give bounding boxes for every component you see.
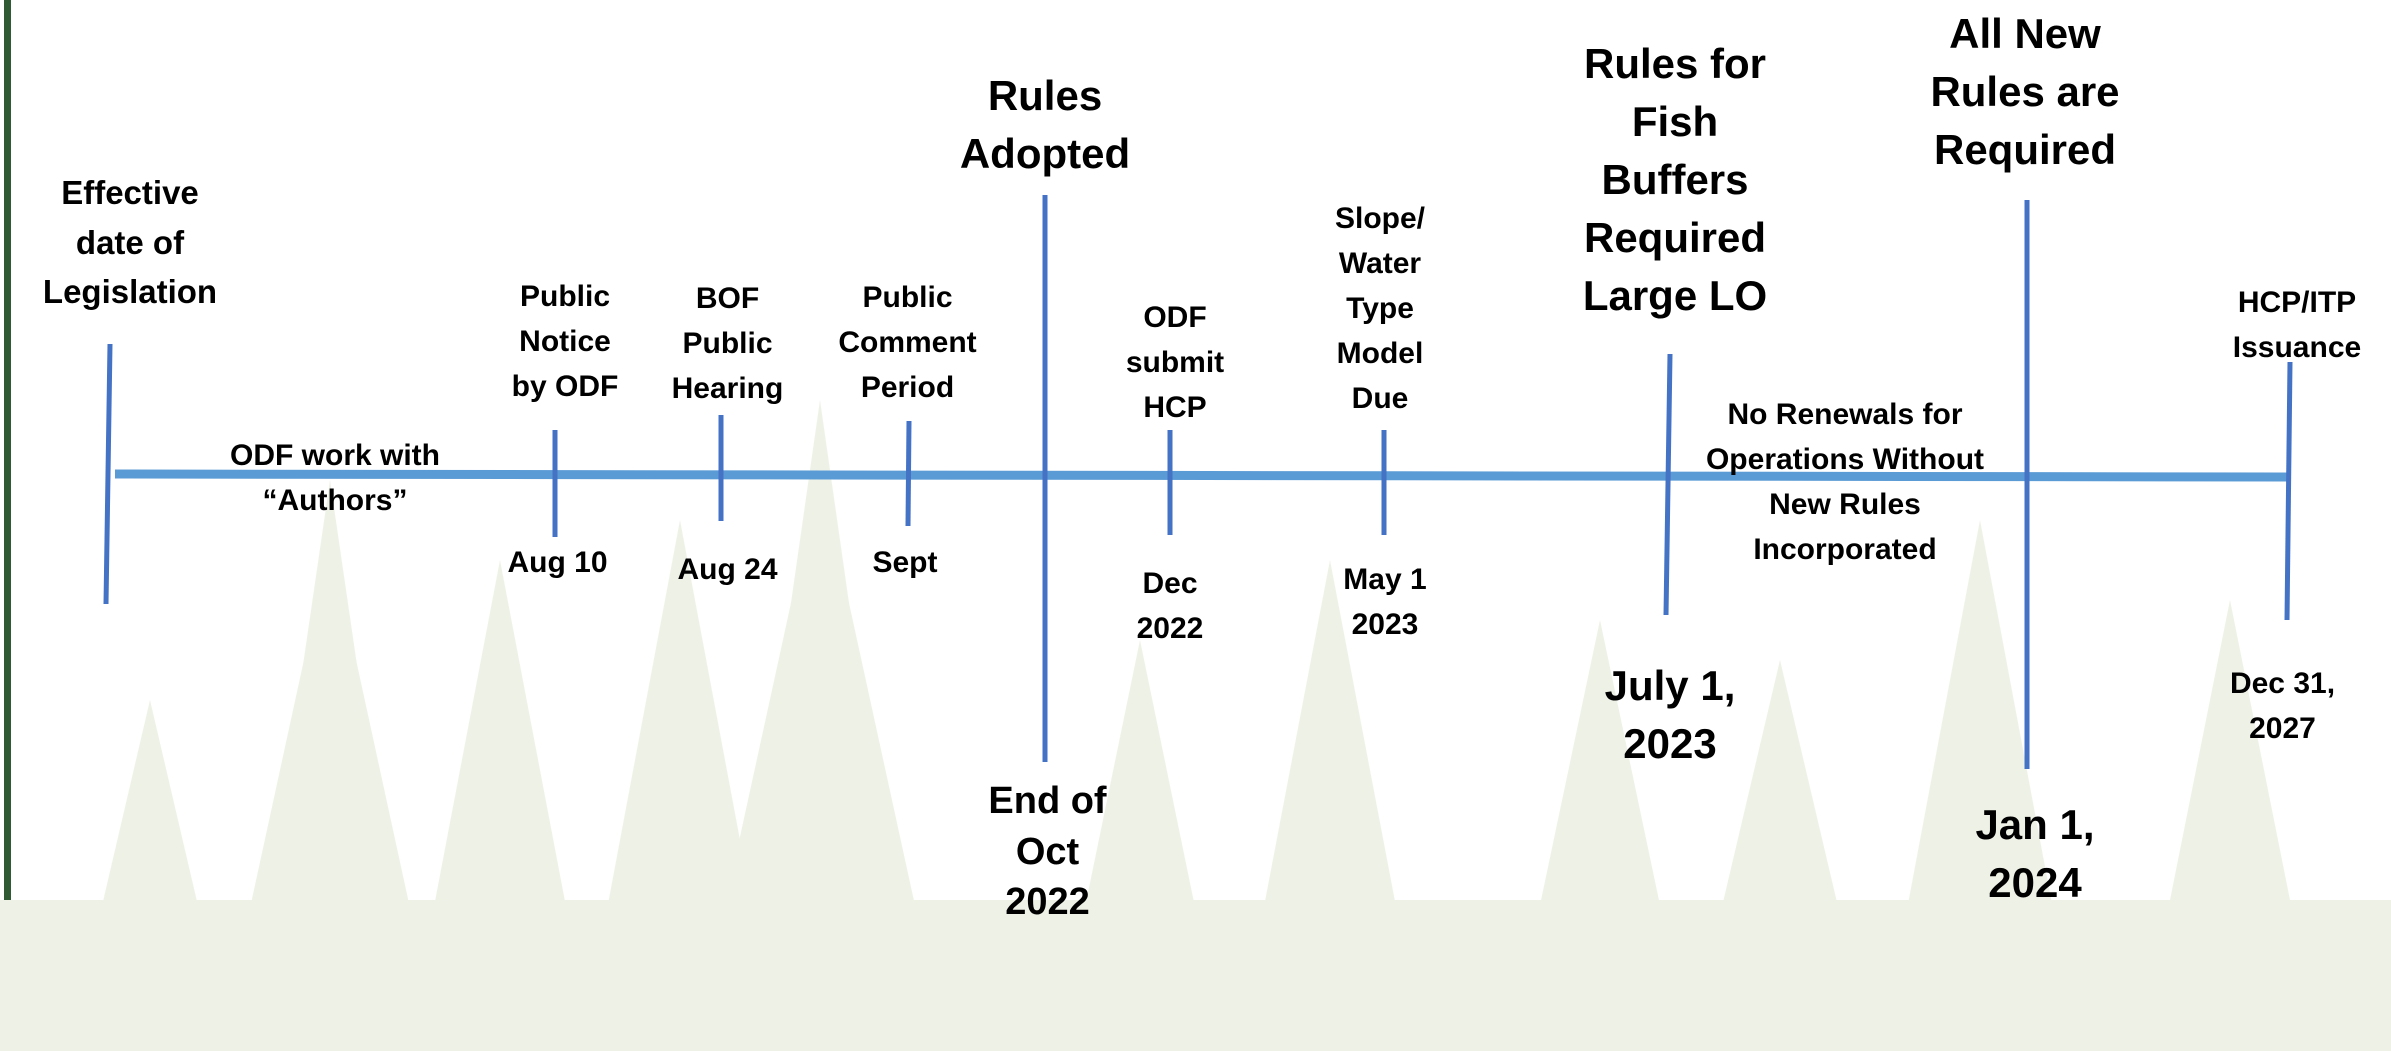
comment-period-top-label: Public Comment Period [838,281,977,404]
fish-buffers-date-label: July 1, 2023 [1604,662,1736,767]
rules-adopted-date-label: End of Oct 2022 [988,780,1107,924]
odf-authors-annotation: ODF work with “Authors” [230,439,440,517]
bof-hearing-date-label: Aug 24 [677,553,778,586]
slope-model-date-label: May 1 2023 [1343,563,1427,641]
tick-comment-period [905,420,912,527]
hcp-itp-top-label: HCP/ITP Issuance [2232,286,2362,364]
legislation-top-label: Effective date of Legislation [42,174,218,310]
fish-buffers-top-label: Rules for Fish Buffers Required Large LO [1582,40,1768,319]
timeline-axis [114,469,2289,482]
all-new-rules-top-label: All New Rules are Required [1930,10,2120,173]
tick-fish-buffers [1663,353,1673,616]
odf-hcp-date-label: Dec 2022 [1136,567,1204,645]
hcp-itp-date-label: Dec 31, 2027 [2229,667,2336,745]
tick-legislation [103,343,113,605]
comment-period-date-label: Sept [872,546,938,579]
slope-model-top-label: Slope/ Water Type Model Due [1334,202,1425,415]
no-renewals-annotation: No Renewals for Operations Without New R… [1705,398,1985,566]
left-accent-bar [4,0,11,1051]
all-new-rules-date-label: Jan 1, 2024 [1975,801,2095,906]
odf-hcp-top-label: ODF submit HCP [1125,301,1225,424]
public-notice-date-label: Aug 10 [507,546,608,579]
bof-hearing-top-label: BOF Public Hearing [671,282,784,405]
public-notice-top-label: Public Notice by ODF [511,280,619,403]
rules-adopted-top-label: Rules Adopted [959,72,1131,177]
tick-hcp-itp [2284,361,2293,621]
